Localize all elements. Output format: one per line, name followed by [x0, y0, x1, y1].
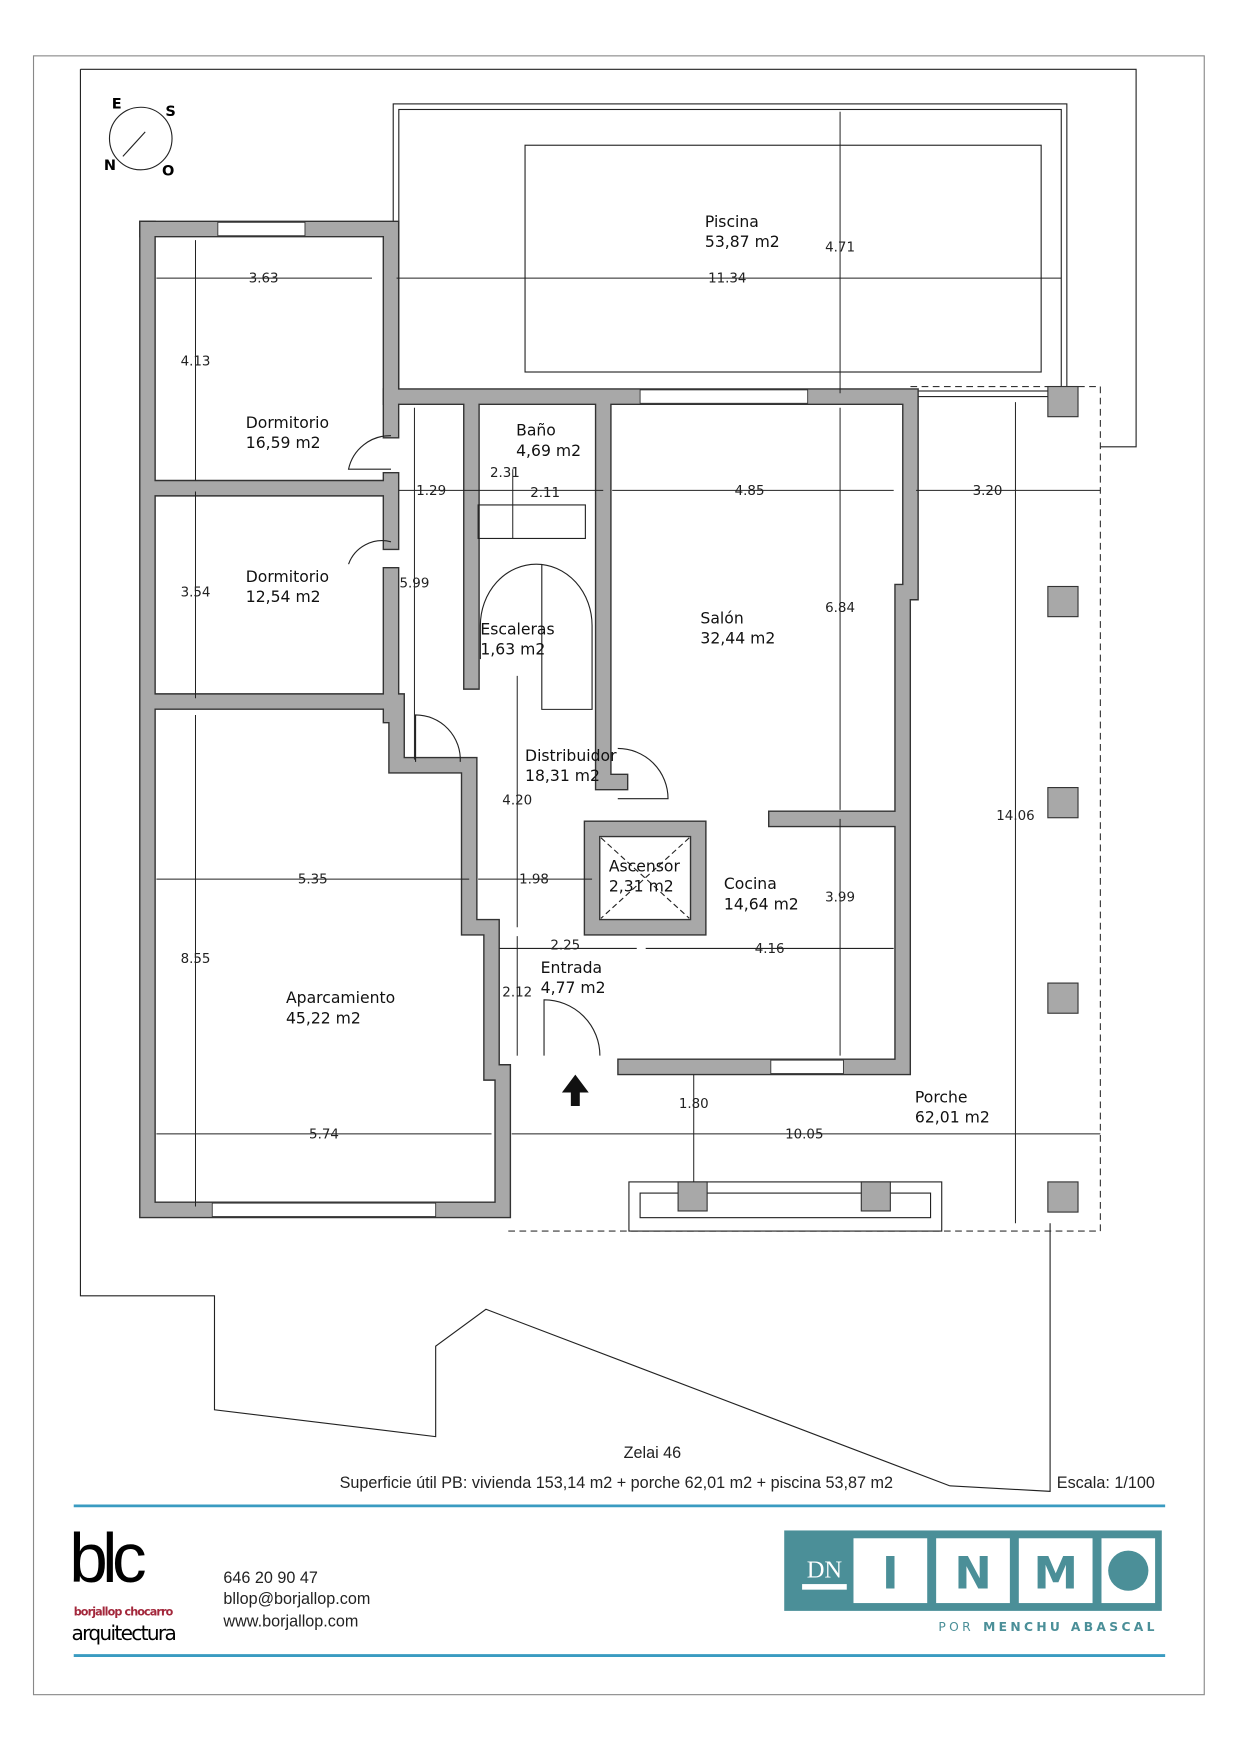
- dimension-labels: 3.63 11.34 4.71 4.13 3.54 5.99 1.29 2.31…: [181, 240, 1035, 1142]
- dim-label: 1.98: [519, 873, 549, 888]
- dim-label: 10.05: [785, 1127, 823, 1142]
- planter: [628, 1181, 943, 1232]
- plot-outline: [80, 68, 1137, 448]
- porch-columns: [1047, 385, 1079, 1213]
- room-name: Piscina: [705, 212, 759, 231]
- plan-title: Zelai 46: [624, 1444, 682, 1462]
- dim-label: 5.74: [309, 1127, 339, 1142]
- room-area: 2,31 m2: [609, 876, 674, 895]
- dim-label: 3.99: [825, 891, 855, 906]
- room-area: 32,44 m2: [700, 628, 775, 647]
- room-name: Salón: [700, 608, 743, 627]
- room-area: 18,31 m2: [525, 766, 600, 785]
- dim-label: 5.99: [400, 577, 430, 592]
- dim-label: 3.20: [973, 484, 1003, 499]
- dim-label: 4.20: [502, 793, 532, 808]
- room-name: Entrada: [541, 958, 602, 977]
- compass-n: N: [104, 158, 116, 174]
- room-name: Escaleras: [480, 620, 554, 639]
- dim-label: 2.11: [530, 486, 560, 501]
- logo-tag-name: MENCHU ABASCAL: [983, 1620, 1158, 1634]
- room-name: Cocina: [724, 874, 777, 893]
- dim-label: 11.34: [708, 272, 746, 287]
- dim-label: 2.25: [550, 939, 580, 954]
- room-area: 53,87 m2: [705, 232, 780, 251]
- room-area: 62,01 m2: [915, 1108, 990, 1127]
- scale-label: Escala: 1/100: [1057, 1474, 1155, 1492]
- room-area: 12,54 m2: [246, 587, 321, 606]
- entrance-arrow-icon: [561, 1074, 589, 1106]
- dim-label: 8.55: [181, 952, 211, 967]
- inmo-letter: I: [882, 1548, 899, 1600]
- dim-label: 4.71: [825, 240, 855, 255]
- dim-label: 14.06: [996, 809, 1034, 824]
- dim-label: 1.29: [416, 484, 446, 499]
- contact-website[interactable]: www.borjallop.com: [222, 1613, 358, 1631]
- room-area: 45,22 m2: [286, 1008, 361, 1027]
- blc-logo-name: borjallop chocarro: [74, 1605, 174, 1618]
- compass-s: S: [165, 104, 175, 120]
- walls: [139, 220, 919, 1219]
- page-border: [32, 55, 1205, 1696]
- dim-label: 6.84: [825, 601, 855, 616]
- contact-phone: 646 20 90 47: [223, 1569, 318, 1587]
- pool: [524, 144, 1042, 373]
- compass: E S N O: [104, 96, 176, 179]
- dim-label: 5.35: [298, 873, 328, 888]
- dim-label: 3.54: [181, 586, 211, 601]
- dimension-lines: [156, 111, 1101, 1224]
- surface-summary: Superficie útil PB: vivienda 153,14 m2 +…: [340, 1474, 893, 1492]
- room-area: 16,59 m2: [246, 433, 321, 452]
- inmo-letter: N: [954, 1548, 991, 1600]
- compass-o: O: [162, 163, 174, 179]
- dim-label: 3.63: [249, 272, 279, 287]
- room-area: 14,64 m2: [724, 894, 799, 913]
- inmo-letter: M: [1033, 1548, 1077, 1600]
- room-area: 4,77 m2: [541, 978, 606, 997]
- room-name: Distribuidor: [525, 746, 617, 765]
- room-name: Aparcamiento: [286, 988, 395, 1007]
- room-name: Baño: [516, 421, 556, 440]
- room-area: 4,69 m2: [516, 441, 581, 460]
- dim-label: 1.80: [679, 1097, 709, 1112]
- blc-logo-sub: arquitectura: [71, 1621, 175, 1645]
- contact-email[interactable]: bllop@borjallop.com: [223, 1590, 370, 1608]
- dn-inmo-logo: DN I N M POR MENCHU ABASCAL: [784, 1530, 1162, 1634]
- room-name: Dormitorio: [246, 567, 329, 586]
- dim-label: 4.13: [181, 354, 211, 369]
- room-name: Porche: [915, 1088, 968, 1107]
- dim-label: 2.31: [490, 466, 520, 481]
- room-area: 1,63 m2: [480, 640, 545, 659]
- dn-logo-text: DN: [807, 1556, 843, 1583]
- blc-logo: blc borjallop chocarro arquitectura: [69, 1519, 177, 1645]
- room-name: Ascensor: [609, 856, 681, 875]
- dim-label: 4.85: [735, 484, 765, 499]
- room-name: Dormitorio: [246, 413, 329, 432]
- compass-e: E: [112, 96, 122, 112]
- dim-label: 4.16: [755, 942, 785, 957]
- blc-logo-mark: blc: [69, 1519, 145, 1597]
- dim-label: 2.12: [502, 985, 532, 1000]
- logo-tag-por: POR: [938, 1620, 974, 1634]
